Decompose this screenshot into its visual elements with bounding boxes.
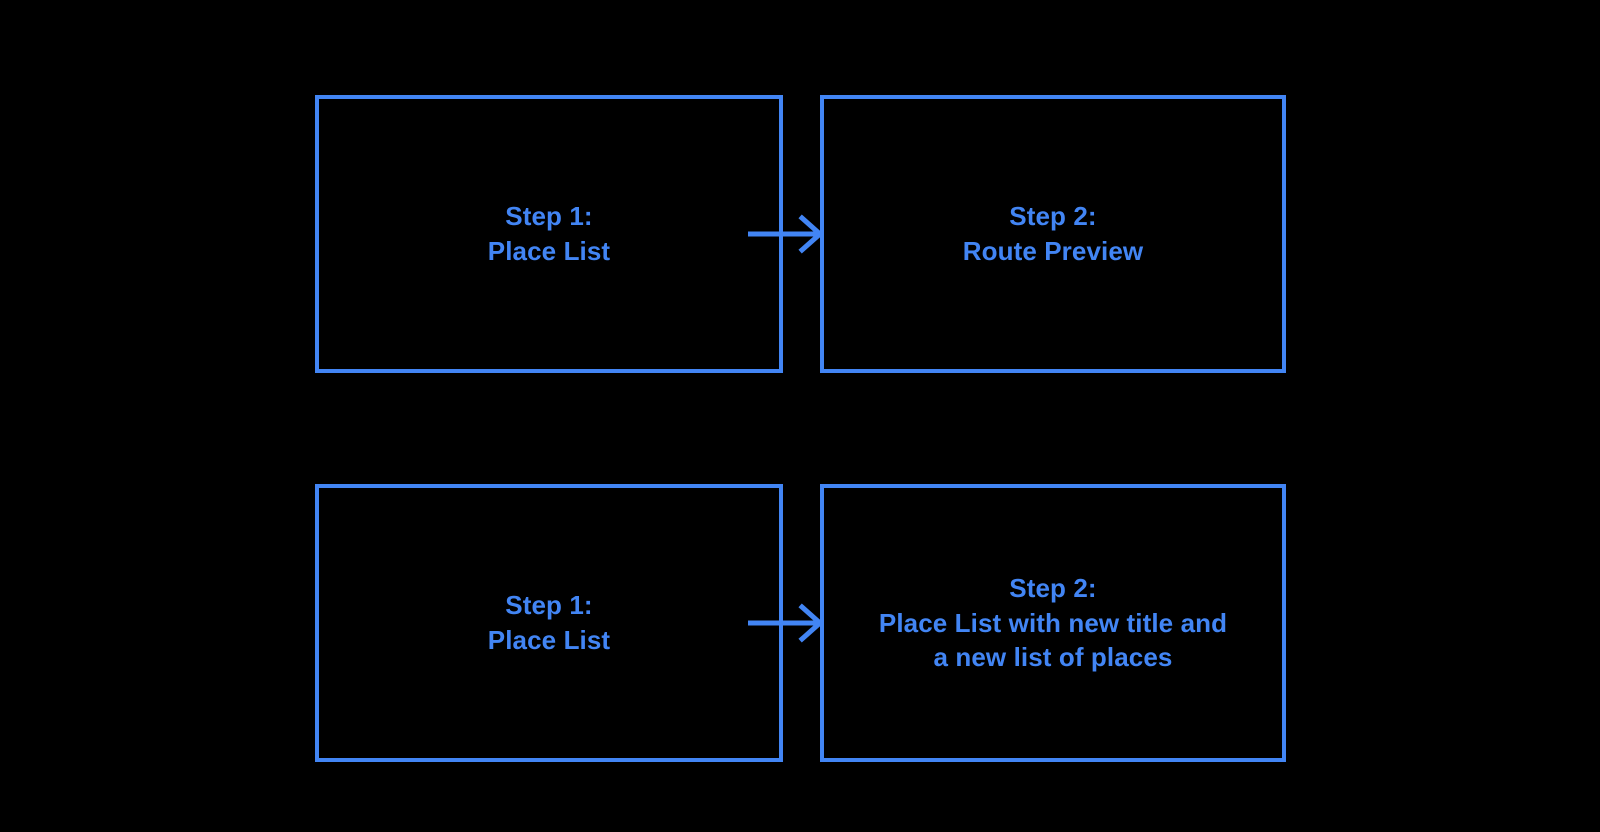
step-box-label: Step 2: Route Preview: [962, 201, 1144, 266]
step-box-to[interactable]: Step 2: Route Preview: [820, 95, 1286, 373]
step-box-label: Step 1: Place List: [487, 201, 611, 266]
flow-row-new-place-list: Step 1: Place List Step 2: Place List wi…: [0, 484, 1600, 762]
step-box-from[interactable]: Step 1: Place List: [315, 484, 783, 762]
step-box-to[interactable]: Step 2: Place List with new title and a …: [820, 484, 1286, 762]
step-box-label: Step 2: Place List with new title and a …: [878, 573, 1228, 673]
flow-row-route-preview: Step 1: Place List Step 2: Route Preview: [0, 95, 1600, 373]
step-box-label: Step 1: Place List: [487, 590, 611, 655]
step-box-from[interactable]: Step 1: Place List: [315, 95, 783, 373]
